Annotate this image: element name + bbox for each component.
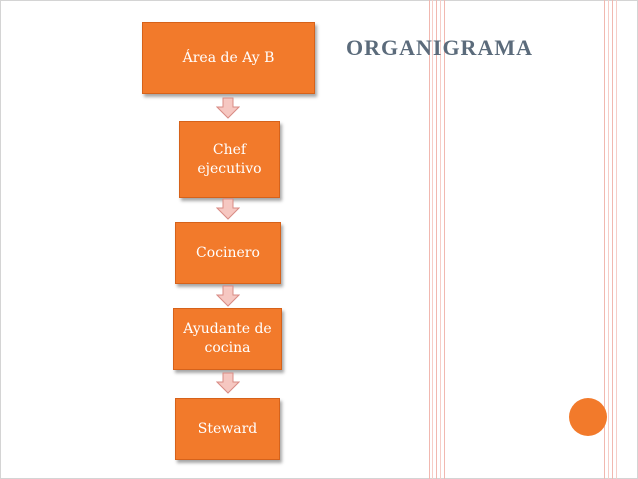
- org-node-label: Ayudante de cocina: [183, 321, 272, 356]
- decor-stripe: [429, 0, 430, 479]
- org-node-label: Área de Ay B: [182, 49, 275, 66]
- org-edge-arrow: [216, 198, 240, 220]
- decor-stripe: [436, 0, 437, 479]
- decor-stripe: [616, 0, 617, 479]
- slide-title: ORGANIGRAMA: [346, 35, 533, 60]
- org-node-cocinero: Cocinero: [175, 222, 281, 284]
- org-edge-arrow: [216, 285, 240, 307]
- org-node-chef-ejecutivo: Chef ejecutivo: [179, 121, 280, 198]
- decor-stripe: [444, 0, 445, 479]
- org-node-area-ayb: Área de Ay B: [142, 22, 315, 94]
- org-node-label: Cocinero: [196, 244, 260, 261]
- decor-stripe: [608, 0, 609, 479]
- org-node-label: Chef ejecutivo: [197, 141, 262, 177]
- org-node-label: Steward: [197, 420, 258, 437]
- org-edge-arrow: [216, 372, 240, 394]
- decor-stripe: [612, 0, 613, 479]
- org-edge-arrow: [216, 97, 240, 119]
- accent-circle: [569, 398, 607, 436]
- decor-stripe: [604, 0, 605, 479]
- org-node-ayudante-cocina: Ayudante de cocina: [173, 308, 282, 370]
- decor-stripe: [432, 0, 433, 479]
- org-node-steward: Steward: [175, 398, 280, 460]
- decor-stripe: [440, 0, 441, 479]
